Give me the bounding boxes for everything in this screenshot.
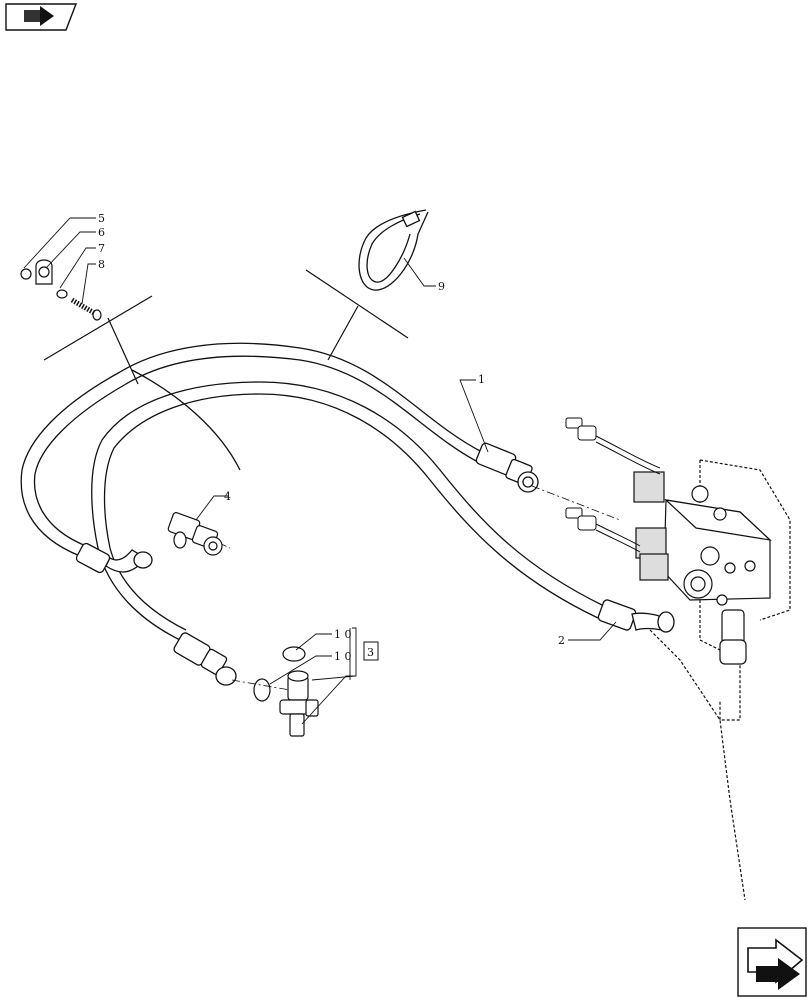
hose-left-elbow-fitting	[75, 542, 153, 574]
previous-page-arrow-icon[interactable]	[5, 3, 78, 31]
hose-1-end-fitting	[475, 442, 539, 493]
callout-7: 7	[98, 242, 105, 255]
part-10-o-rings	[253, 646, 306, 702]
hose-assemblies	[20, 342, 605, 641]
callout-labels: 1 2 3 4 5 6 7 8 9 1 0 1 0	[98, 212, 565, 663]
leader-lines	[23, 217, 617, 725]
callout-9: 9	[438, 280, 445, 293]
part-9-cable-tie	[358, 209, 429, 291]
callout-8: 8	[98, 258, 105, 271]
callout-3: 3	[367, 646, 374, 659]
callout-10-lower: 1 0	[334, 650, 352, 663]
callout-6: 6	[98, 226, 105, 239]
hose-2-end-fitting	[597, 599, 675, 633]
view-indicator-lines	[43, 269, 409, 385]
part-4-tee-fitting	[167, 512, 223, 556]
callout-3-box	[363, 641, 379, 661]
callout-2: 2	[558, 634, 565, 647]
callout-1: 1	[478, 373, 485, 386]
callout-10-upper: 1 0	[334, 628, 352, 641]
centerlines	[189, 485, 621, 691]
callout-5: 5	[98, 212, 105, 225]
hose-2-lower-edge	[103, 393, 599, 631]
hose-2-upper-edge	[91, 381, 605, 641]
control-valve-block	[633, 459, 791, 901]
hose-1-lower-edge	[33, 355, 479, 547]
hose-1-upper-edge	[20, 342, 483, 557]
hose-lower-end-fitting	[173, 632, 237, 686]
valve-wiring	[565, 417, 661, 553]
next-page-arrow-icon[interactable]	[737, 927, 807, 997]
callout-4: 4	[224, 490, 231, 503]
part-3-tee-adapter	[279, 670, 319, 737]
parts-5-8-clamp-assembly	[20, 259, 102, 321]
